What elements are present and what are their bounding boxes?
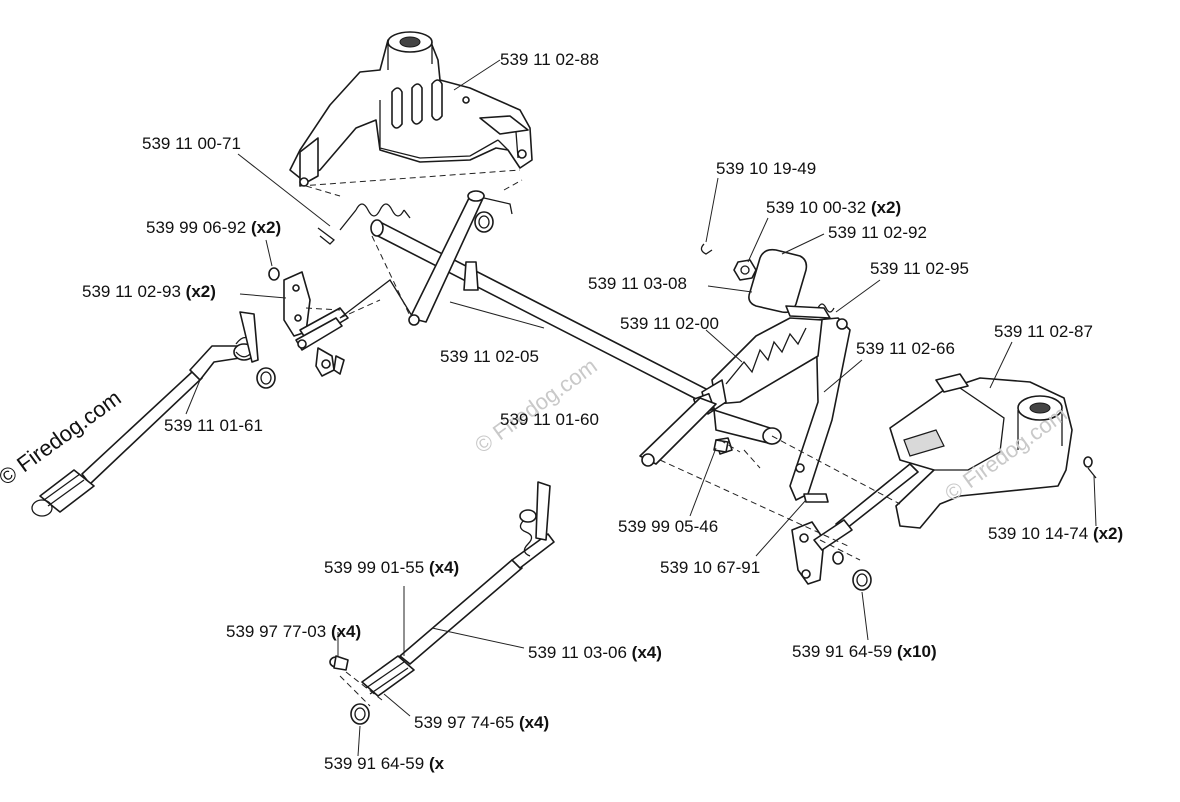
part-label: 539 11 02-92 bbox=[828, 223, 927, 242]
leader-lines bbox=[185, 59, 1097, 757]
assembly-lines bbox=[299, 169, 901, 707]
lift-arm-left bbox=[408, 190, 513, 326]
rod-right bbox=[713, 439, 919, 591]
torsion-spring-left bbox=[317, 203, 411, 245]
part-label: 539 11 02-00 bbox=[620, 314, 719, 333]
part-label: 539 97 77-03 (x4) bbox=[226, 622, 362, 641]
part-label: 539 11 02-95 bbox=[870, 259, 969, 278]
part-label: 539 11 00-71 bbox=[142, 134, 241, 153]
part-label: 539 11 03-08 bbox=[588, 274, 687, 293]
part-label: 539 10 67-91 bbox=[660, 558, 761, 577]
part-label: 539 10 00-32 (x2) bbox=[766, 198, 902, 217]
part-label: 539 91 64-59 (x bbox=[324, 754, 445, 773]
pedal-pad bbox=[748, 248, 808, 314]
part-label: 539 11 02-66 bbox=[856, 339, 955, 358]
part-label: 539 10 19-49 bbox=[716, 159, 817, 178]
bracket-right bbox=[889, 373, 1097, 529]
part-label: 539 10 14-74 (x2) bbox=[988, 524, 1124, 543]
pedal-lever bbox=[785, 303, 851, 501]
part-label: 539 99 06-92 (x2) bbox=[146, 218, 282, 237]
part-label: 539 99 05-46 bbox=[618, 517, 719, 536]
part-label: 539 11 02-93 (x2) bbox=[82, 282, 216, 301]
right-pedal-hardware bbox=[700, 243, 757, 281]
part-label: 539 11 01-60 bbox=[500, 410, 599, 429]
rod-lower bbox=[329, 481, 555, 725]
part-label: 539 11 02-05 bbox=[440, 347, 539, 366]
part-label: 539 11 02-88 bbox=[500, 50, 599, 69]
part-label: 539 99 01-55 (x4) bbox=[324, 558, 460, 577]
part-label: 539 97 74-65 (x4) bbox=[414, 713, 550, 732]
bracket-left bbox=[289, 31, 533, 187]
part-label: 539 11 02-87 bbox=[994, 322, 1093, 341]
left-link-assembly bbox=[268, 267, 413, 377]
rod-left bbox=[31, 311, 276, 517]
part-label: 539 11 01-61 bbox=[164, 416, 263, 435]
part-label: 539 91 64-59 (x10) bbox=[792, 642, 937, 661]
part-label: 539 11 03-06 (x4) bbox=[528, 643, 662, 662]
